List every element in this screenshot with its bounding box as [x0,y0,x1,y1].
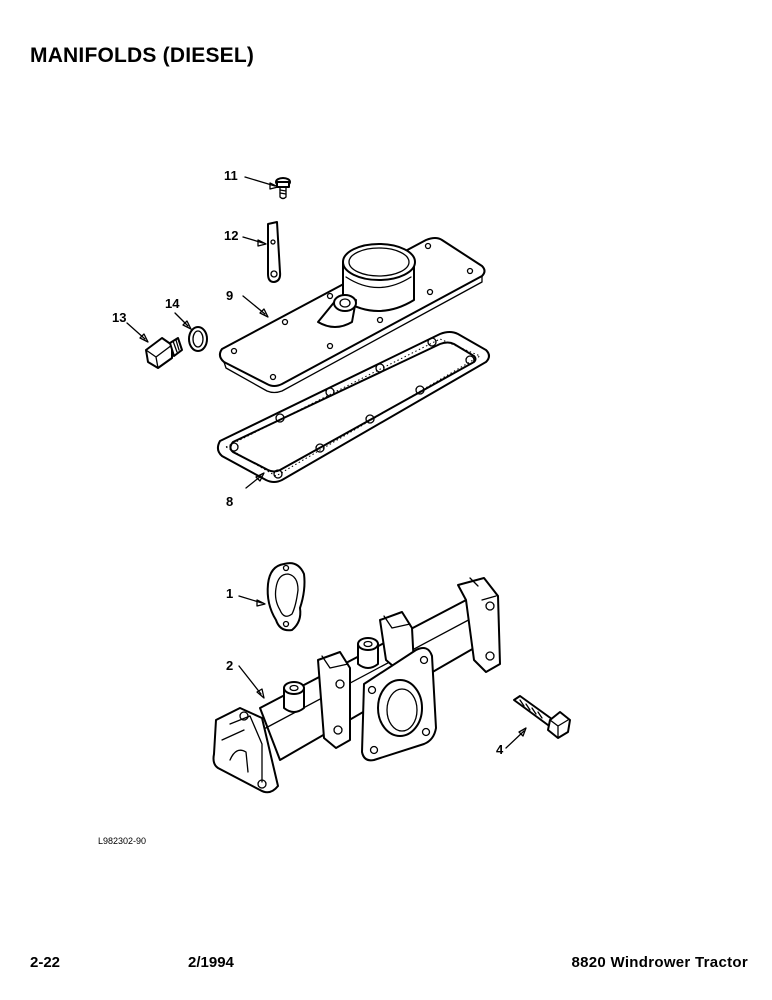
manifold-cover-part-9 [218,237,486,394]
figure-code: L982302-90 [98,836,147,846]
callout-label-12: 12 [224,228,238,243]
gasket-part-8 [216,331,490,489]
callout-label-11: 11 [224,168,238,183]
seal-ring-part-14 [174,312,208,352]
strap-part-12 [242,221,282,283]
callout-label-14: 14 [165,296,180,311]
callout-label-13: 13 [112,310,126,325]
bolt-part-4 [505,695,571,749]
flange-gasket-part-1 [238,562,306,632]
exhaust-manifold-part-2 [212,577,501,794]
footer-page-number: 2-22 [30,954,61,971]
callout-label-2: 2 [226,658,233,673]
plug-part-13 [126,322,183,369]
callout-label-8: 8 [226,494,233,509]
page-title: MANIFOLDS (DIESEL) [30,44,255,67]
callout-label-4: 4 [496,742,504,757]
footer-model-name: 8820 Windrower Tractor [571,954,748,971]
callout-label-9: 9 [226,288,233,303]
bolt-part-11 [244,176,291,200]
callout-label-1: 1 [226,586,233,601]
footer-date: 2/1994 [188,954,234,971]
